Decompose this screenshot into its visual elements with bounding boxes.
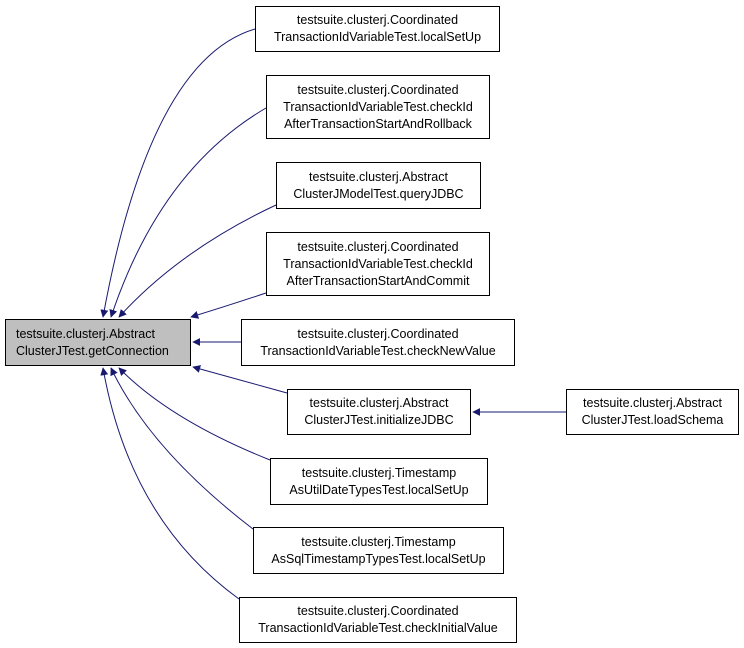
node-label-line: testsuite.clusterj.Coordinated [296,13,459,27]
node-sql-timestamp-local-setup[interactable]: testsuite.clusterj.Timestamp AsSqlTimest… [253,527,504,574]
node-initialize-jdbc[interactable]: testsuite.clusterj.Abstract ClusterJTest… [287,389,471,435]
node-label-line: ClusterJTest.getConnection [16,343,169,358]
edge-n8-to-root [118,367,271,461]
edge-n10-to-root [100,367,240,600]
edge-n4-to-root [190,292,267,319]
node-check-new-value[interactable]: testsuite.clusterj.Coordinated Transacti… [241,319,515,366]
edge-n2-to-root [109,107,267,318]
edge-n9-to-root [110,367,254,530]
node-local-setup-coordinated[interactable]: testsuite.clusterj.Coordinated Transacti… [255,6,500,52]
node-label-line: TransactionIdVariableTest.checkId [283,99,473,114]
node-label-line: AsSqlTimestampTypesTest.localSetUp [271,551,486,566]
node-load-schema[interactable]: testsuite.clusterj.Abstract ClusterJTest… [566,389,739,435]
node-label-line: AfterTransactionStartAndRollback [284,116,472,131]
node-label-line: testsuite.clusterj.Timestamp [301,465,457,480]
node-util-date-local-setup[interactable]: testsuite.clusterj.Timestamp AsUtilDateT… [270,458,488,505]
edge-n6-to-root [192,365,288,394]
node-label-line: ClusterJTest.loadSchema [581,413,724,427]
node-label-line: ClusterJTest.initializeJDBC [304,413,454,427]
node-label-line: TransactionIdVariableTest.checkInitialVa… [258,621,498,635]
node-check-id-rollback[interactable]: testsuite.clusterj.Coordinated Transacti… [266,75,490,139]
node-label-line: testsuite.clusterj.Abstract [309,169,448,184]
node-label-line: TransactionIdVariableTest.localSetUp [273,30,482,44]
node-label-line: TransactionIdVariableTest.checkNewValue [260,343,496,358]
node-check-initial-value[interactable]: testsuite.clusterj.Coordinated Transacti… [239,597,517,643]
node-query-jdbc[interactable]: testsuite.clusterj.Abstract ClusterJMode… [276,162,481,209]
node-label-line: testsuite.clusterj.Coordinated [297,82,459,97]
node-label-line: testsuite.clusterj.Abstract [16,326,155,341]
node-label-line: ClusterJModelTest.queryJDBC [293,186,464,201]
node-check-id-commit[interactable]: testsuite.clusterj.Coordinated Transacti… [266,232,490,296]
node-root-get-connection[interactable]: testsuite.clusterj.Abstract ClusterJTest… [5,319,191,366]
node-label-line: AfterTransactionStartAndCommit [286,273,470,288]
node-label-line: testsuite.clusterj.Coordinated [297,239,459,254]
edge-n3-to-root [118,204,277,318]
node-label-line: AsUtilDateTypesTest.localSetUp [289,482,469,497]
node-label-line: TransactionIdVariableTest.checkId [283,256,473,271]
node-label-line: testsuite.clusterj.Abstract [309,396,449,410]
node-label-line: testsuite.clusterj.Timestamp [301,534,456,549]
node-label-line: testsuite.clusterj.Coordinated [297,326,459,341]
edge-n1-to-root [100,28,256,318]
node-label-line: testsuite.clusterj.Coordinated [297,604,459,618]
node-label-line: testsuite.clusterj.Abstract [583,396,722,410]
